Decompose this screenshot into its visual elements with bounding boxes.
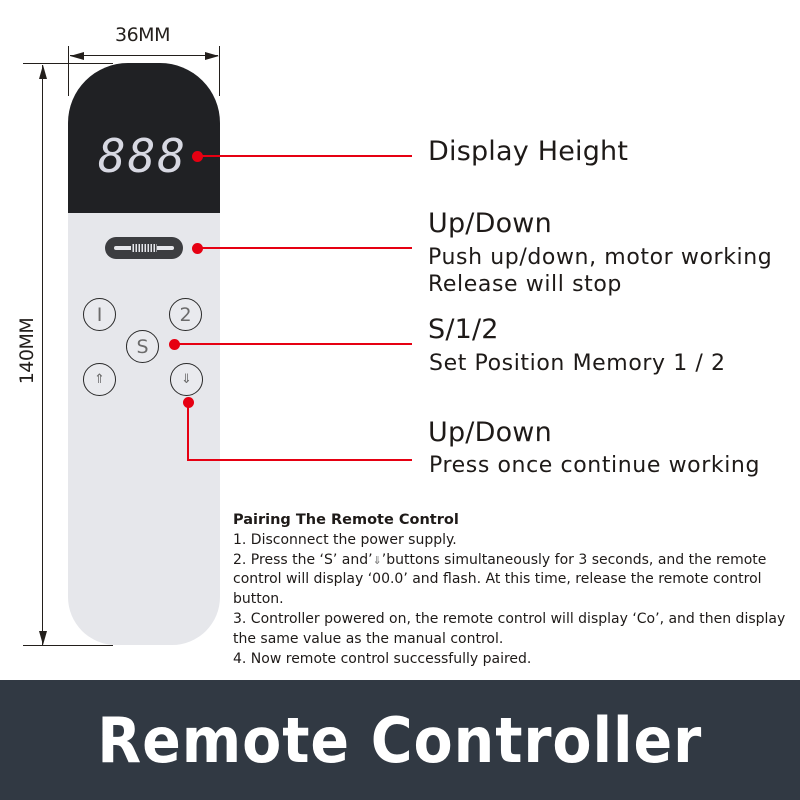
arrow-right-icon: [205, 52, 219, 60]
callout-text-rocker-line1: Push up/down, motor working: [428, 245, 773, 270]
memory-1-label: I: [96, 303, 103, 326]
callout-line-display: [197, 155, 412, 157]
height-display-digits: 888: [98, 129, 188, 183]
set-button[interactable]: S: [126, 330, 159, 363]
pairing-step-3: 3. Controller powered on, the remote con…: [233, 610, 786, 647]
width-dimension-label: 36MM: [115, 24, 170, 46]
remote-display-panel: 888: [68, 63, 220, 213]
callout-line-down-vertical: [187, 402, 189, 461]
callout-text-up-down-buttons: Press once continue working: [429, 453, 761, 478]
up-arrow-icon: ⇑: [94, 372, 105, 387]
memory-1-button[interactable]: I: [83, 298, 116, 331]
memory-2-label: 2: [179, 303, 192, 326]
arrow-down-icon: [39, 631, 47, 645]
rocker-grip-icon: [131, 244, 157, 252]
up-down-rocker-switch[interactable]: [105, 237, 183, 259]
down-arrow-icon: ⇓: [181, 372, 192, 387]
down-button[interactable]: ⇓: [170, 363, 203, 396]
pairing-step-2-start: 2. Press the ‘S’ and’: [233, 551, 373, 568]
pairing-heading: Pairing The Remote Control: [233, 512, 459, 528]
callout-text-rocker-line2: Release will stop: [428, 272, 622, 297]
callout-title-display-height: Display Height: [428, 136, 629, 167]
height-dimension-label: 140MM: [16, 317, 38, 385]
arrow-up-icon: [39, 65, 47, 79]
down-arrow-icon: ⇓: [372, 553, 382, 567]
callout-line-down-horizontal: [187, 459, 412, 461]
footer-banner: Remote Controller: [0, 680, 800, 800]
arrow-left-icon: [70, 52, 84, 60]
callout-line-rocker: [197, 247, 412, 249]
footer-title: Remote Controller: [97, 703, 703, 777]
pairing-step-2: 2. Press the ‘S’ and’⇓’buttons simultane…: [233, 551, 798, 610]
up-button[interactable]: ⇑: [83, 363, 116, 396]
memory-2-button[interactable]: 2: [169, 298, 202, 331]
callout-line-set: [174, 343, 412, 345]
pairing-step-1: 1. Disconnect the power supply.: [233, 531, 457, 548]
callout-title-memory: S/1/2: [428, 314, 499, 345]
set-label: S: [136, 335, 149, 358]
callout-text-memory: Set Position Memory 1 / 2: [429, 351, 726, 376]
pairing-step-4: 4. Now remote control successfully paire…: [233, 650, 532, 667]
callout-title-up-down-rocker: Up/Down: [428, 208, 552, 239]
pairing-instructions: Pairing The Remote Control 1. Disconnect…: [233, 511, 798, 669]
callout-title-up-down-buttons: Up/Down: [428, 417, 552, 448]
height-dimension-line: [42, 65, 44, 645]
pairing-step-2-end: ’buttons simultaneously for 3 seconds, a…: [233, 551, 767, 608]
width-dimension-line: [70, 55, 218, 57]
height-dimension-tick-bottom: [23, 645, 113, 647]
